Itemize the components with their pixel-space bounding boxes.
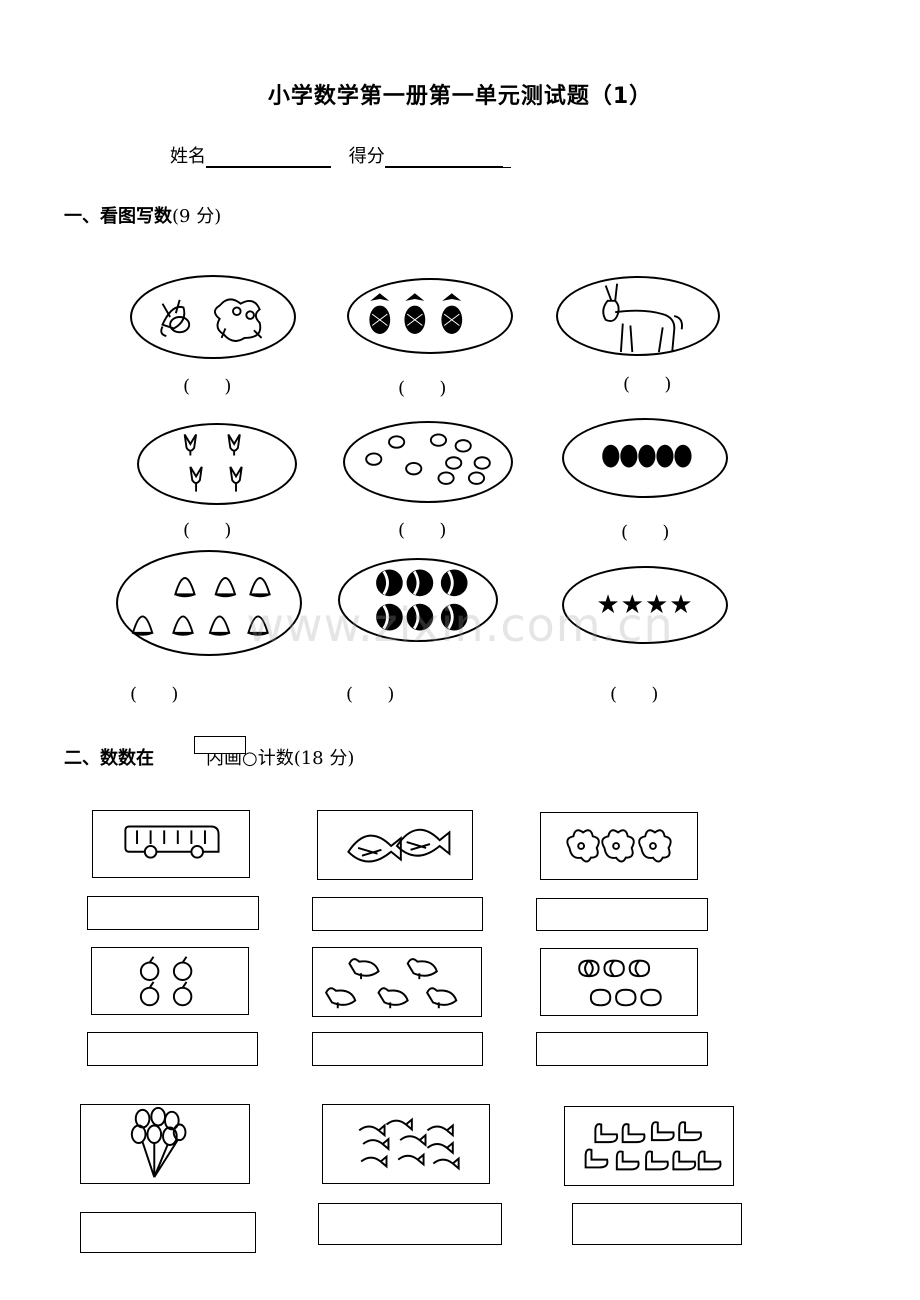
peach-icons [578,959,662,1007]
picbox-small-fish [322,1104,490,1184]
hat-icons [131,577,271,636]
answer-box-6[interactable] [536,1032,708,1066]
bird-icons [365,433,491,485]
section-1-label: 一、看图写数 [64,206,172,227]
striped-ball-icons [376,569,468,631]
picbox-peaches [540,948,698,1016]
small-fish-icons [358,1117,460,1171]
picbox-apples [91,947,249,1015]
answer-paren-7[interactable]: ( ) [130,684,179,705]
answer-box-4[interactable] [87,1032,258,1066]
oval-donkey [556,276,720,356]
bus-icon [124,825,220,859]
duck-icons [584,1121,722,1171]
name-label: 姓名 [170,146,206,167]
answer-paren-3[interactable]: ( ) [623,374,672,395]
section-2-label: 二、数数在 [64,748,154,769]
dark-ball-icons [602,444,692,468]
answer-paren-9[interactable]: ( ) [610,684,659,705]
picbox-chickens [312,947,482,1017]
name-blank[interactable] [206,148,331,168]
answer-paren-1[interactable]: ( ) [183,376,232,397]
oval-butterfly [130,275,296,359]
oval-birds [343,421,513,503]
score-label: 得分 [348,146,385,167]
oval-stars: ★★★★ [562,566,728,644]
score-blank[interactable] [384,148,503,168]
answer-paren-6[interactable]: ( ) [621,522,670,543]
answer-box-3[interactable] [536,898,708,931]
answer-box-7[interactable] [80,1212,256,1253]
answer-box-2[interactable] [312,897,483,931]
answer-box-9[interactable] [572,1203,742,1245]
oval-striped-balls [338,558,498,642]
answer-paren-4[interactable]: ( ) [183,520,232,541]
section-1-points: (9 分) [172,206,222,227]
page-title: 小学数学第一册第一单元测试题（1） [267,84,653,109]
inline-square-box [194,736,246,754]
answer-box-8[interactable] [318,1203,502,1245]
apple-icons [139,956,193,1007]
tulip-icons [183,434,243,492]
chicken-icons [324,958,458,1009]
balloon-icons [130,1106,187,1178]
picbox-ducks [564,1106,734,1186]
answer-box-1[interactable] [87,896,259,930]
oval-dark-balls [562,418,728,498]
flower-icons [566,829,672,863]
section-1-heading: 一、看图写数(9 分) [64,202,221,228]
pineapple-icons [369,293,463,334]
picbox-bus [92,810,250,878]
star-icons: ★★★★ [596,590,694,620]
score-blank-tail [502,148,511,168]
donkey-icon [602,283,683,353]
picbox-balloons [80,1104,250,1184]
oval-tulip [137,423,297,505]
picbox-fish [317,810,473,880]
answer-paren-8[interactable]: ( ) [346,684,395,705]
name-score-row: 姓名 得分 [170,142,511,168]
fish-icons [347,828,451,863]
answer-paren-2[interactable]: ( ) [398,378,447,399]
oval-pineapple [347,278,513,354]
answer-paren-5[interactable]: ( ) [398,520,447,541]
picbox-flowers [540,812,698,880]
butterfly-and-bug-icons [160,298,263,342]
oval-hats [116,550,302,656]
answer-box-5[interactable] [312,1032,483,1066]
